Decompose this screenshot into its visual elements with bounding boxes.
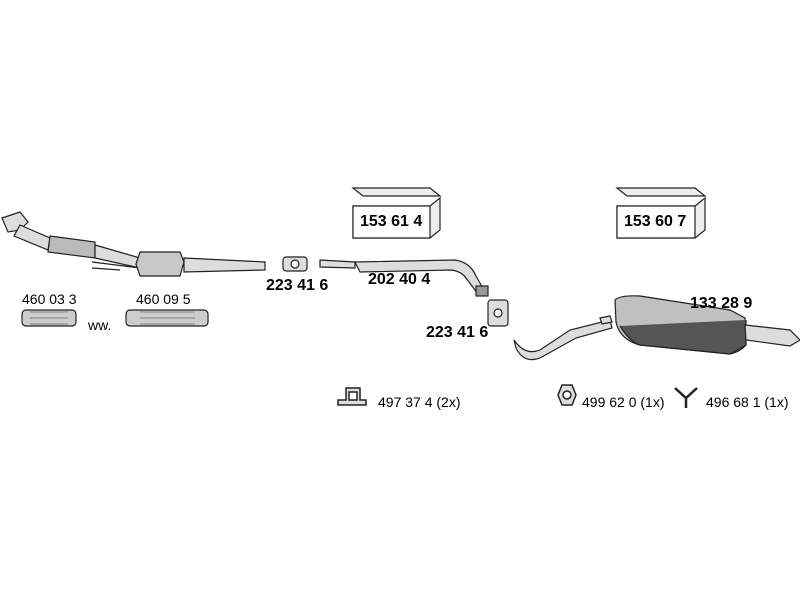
kit-box-2[interactable] (615, 187, 707, 239)
bracket-icon[interactable] (337, 387, 367, 406)
clamp-rear[interactable] (487, 299, 509, 327)
rear-silencer-label: 133 28 9 (690, 295, 753, 312)
kit-box-1-label: 153 61 4 (360, 213, 423, 230)
hanger-label: 496 68 1 (1x) (706, 394, 789, 410)
kit-box-1[interactable] (351, 187, 442, 239)
flex-pipe-b-label: 460 09 5 (136, 291, 191, 307)
rear-silencer[interactable] (513, 295, 800, 361)
bracket-label: 497 37 4 (2x) (378, 394, 461, 410)
kit-box-2-label: 153 60 7 (624, 213, 687, 230)
hanger-icon[interactable] (674, 387, 698, 408)
clamp-rear-label: 223 41 6 (426, 324, 489, 341)
flex-pipe-b[interactable] (125, 309, 209, 327)
front-pipe[interactable] (1, 211, 266, 277)
clamp-front[interactable] (282, 256, 308, 272)
middle-pipe-label: 202 40 4 (368, 271, 431, 288)
rubber-mount-icon[interactable] (557, 384, 577, 406)
middle-pipe[interactable] (319, 259, 489, 297)
flex-pipe-a[interactable] (21, 309, 77, 327)
flex-pipe-a-label: 460 03 3 (22, 291, 77, 307)
clamp-front-label: 223 41 6 (266, 277, 329, 294)
alt-marker: ww. (88, 317, 112, 333)
rubber-mount-label: 499 62 0 (1x) (582, 394, 665, 410)
